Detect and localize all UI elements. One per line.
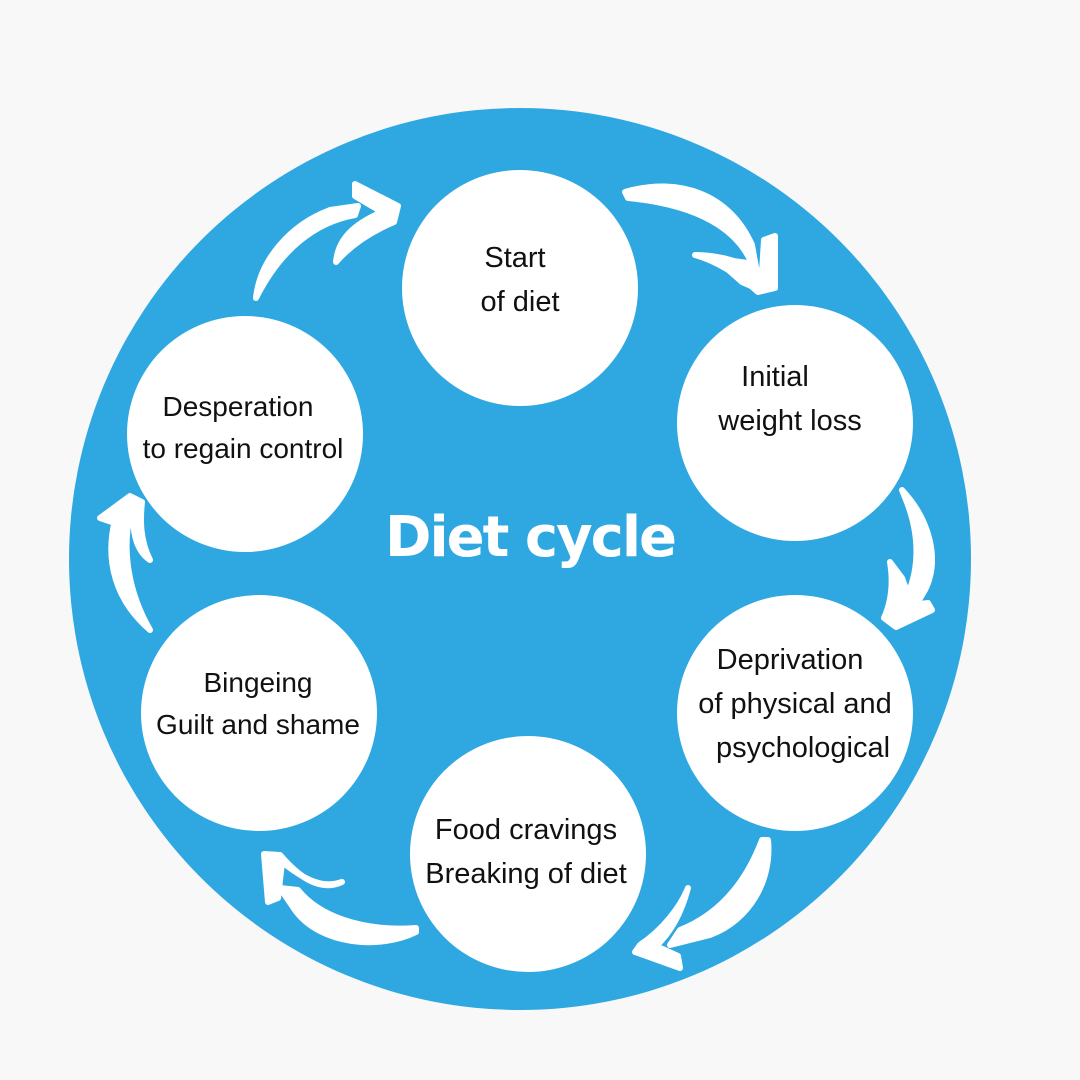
node-bingeing [141,595,377,831]
label-desperation-line-1: Desperation [162,391,314,422]
node-initial-weight-loss [677,305,913,541]
arrow-desperation-to-start-icon [253,203,361,301]
label-deprivation-line-2: of physical and [698,688,892,720]
label-deprivation: Deprivation of physical and psychologica… [680,638,910,770]
label-bingeing-line-2: Guilt and shame [156,709,360,740]
label-start-line-1: Start [484,242,546,274]
label-initial-line-2: weight loss [718,405,862,437]
arrowhead-desperation-to-start-icon [333,181,401,265]
node-desperation [127,316,363,552]
label-desperation-line-2: to regain control [142,433,344,464]
label-cravings-line-1: Food cravings [434,814,618,846]
label-start-line-2: of diet [480,286,560,318]
node-food-cravings [410,736,646,972]
label-initial-weight-loss: Initial weight loss [695,355,885,443]
label-initial-line-1: Initial [741,361,809,393]
label-food-cravings: Food cravings Breaking of diet [408,808,644,896]
label-cravings-line-2: Breaking of diet [425,858,627,890]
label-deprivation-line-1: Deprivation [716,644,864,676]
label-bingeing: Bingeing Guilt and shame [143,662,373,746]
label-bingeing-line-1: Bingeing [203,667,313,698]
arrowhead-initial-to-deprivation-icon [881,559,935,630]
arrowhead-cravings-to-bingeing-icon [261,851,345,905]
arrow-cravings-to-bingeing-icon [277,885,419,946]
label-start-of-diet: Start of diet [460,236,580,324]
label-deprivation-line-3: psychological [715,732,891,764]
node-start-of-diet [402,170,638,406]
node-deprivation [677,595,913,831]
arrowhead-deprivation-to-cravings-icon [632,885,691,971]
diagram-title: Diet cycle [385,505,677,570]
label-desperation: Desperation to regain control [128,386,358,470]
arrowhead-start-to-initial-icon [692,233,778,295]
arrow-deprivation-to-cravings-icon [667,837,772,948]
arrowhead-bingeing-to-desperation-icon [97,493,153,563]
